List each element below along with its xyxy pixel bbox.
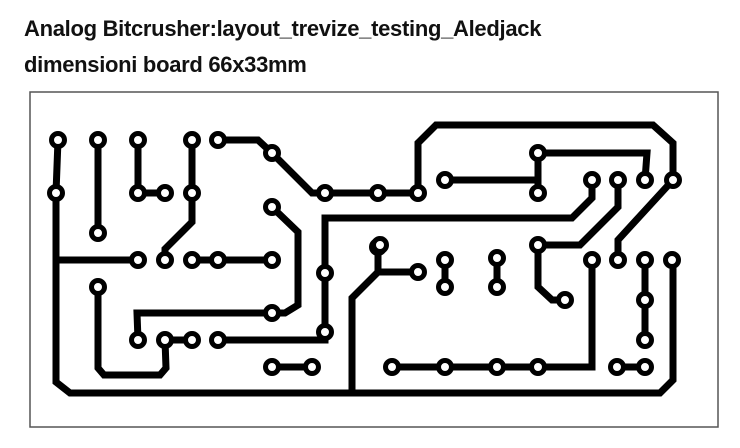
copper-trace xyxy=(538,149,651,181)
solder-pad xyxy=(129,251,147,269)
solder-pad xyxy=(609,171,627,189)
solder-pad xyxy=(409,184,427,202)
page-title: Analog Bitcrusher:layout_trevize_testing… xyxy=(24,16,542,41)
solder-pad xyxy=(664,171,682,189)
solder-pad xyxy=(609,251,627,269)
solder-pad xyxy=(488,249,506,267)
solder-pad xyxy=(183,251,201,269)
solder-pad xyxy=(371,236,389,254)
pad-layer xyxy=(47,131,682,376)
solder-pad xyxy=(263,198,281,216)
solder-pad xyxy=(636,251,654,269)
solder-pad xyxy=(316,184,334,202)
solder-pad xyxy=(129,331,147,349)
solder-pad xyxy=(263,304,281,322)
solder-pad xyxy=(409,263,427,281)
copper-trace xyxy=(392,260,596,371)
solder-pad xyxy=(183,331,201,349)
solder-pad xyxy=(49,131,67,149)
solder-pad xyxy=(636,171,654,189)
solder-pad xyxy=(488,358,506,376)
solder-pad xyxy=(263,144,281,162)
solder-pad xyxy=(183,184,201,202)
solder-pad xyxy=(156,331,174,349)
solder-pad xyxy=(583,171,601,189)
solder-pad xyxy=(263,358,281,376)
solder-pad xyxy=(436,171,454,189)
solder-pad xyxy=(529,358,547,376)
solder-pad xyxy=(303,358,321,376)
copper-trace xyxy=(133,204,302,341)
solder-pad xyxy=(316,264,334,282)
solder-pad xyxy=(89,278,107,296)
solder-pad xyxy=(129,131,147,149)
solder-pad xyxy=(529,144,547,162)
solder-pad xyxy=(129,184,147,202)
solder-pad xyxy=(156,251,174,269)
solder-pad xyxy=(436,278,454,296)
solder-pad xyxy=(183,131,201,149)
solder-pad xyxy=(209,251,227,269)
solder-pad xyxy=(529,236,547,254)
solder-pad xyxy=(209,131,227,149)
solder-pad xyxy=(663,251,681,269)
solder-pad xyxy=(89,131,107,149)
solder-pad xyxy=(529,184,547,202)
solder-pad xyxy=(583,251,601,269)
solder-pad xyxy=(369,184,387,202)
board-dimensions: dimensioni board 66x33mm xyxy=(24,52,307,77)
solder-pad xyxy=(89,224,107,242)
solder-pad xyxy=(47,184,65,202)
solder-pad xyxy=(636,358,654,376)
solder-pad xyxy=(636,331,654,349)
solder-pad xyxy=(488,278,506,296)
solder-pad xyxy=(608,358,626,376)
solder-pad xyxy=(209,331,227,349)
solder-pad xyxy=(436,358,454,376)
solder-pad xyxy=(556,291,574,309)
solder-pad xyxy=(436,251,454,269)
solder-pad xyxy=(383,358,401,376)
solder-pad xyxy=(156,184,174,202)
copper-trace xyxy=(414,121,677,260)
solder-pad xyxy=(263,251,281,269)
copper-trace xyxy=(348,269,381,393)
solder-pad xyxy=(316,323,334,341)
solder-pad xyxy=(636,291,654,309)
